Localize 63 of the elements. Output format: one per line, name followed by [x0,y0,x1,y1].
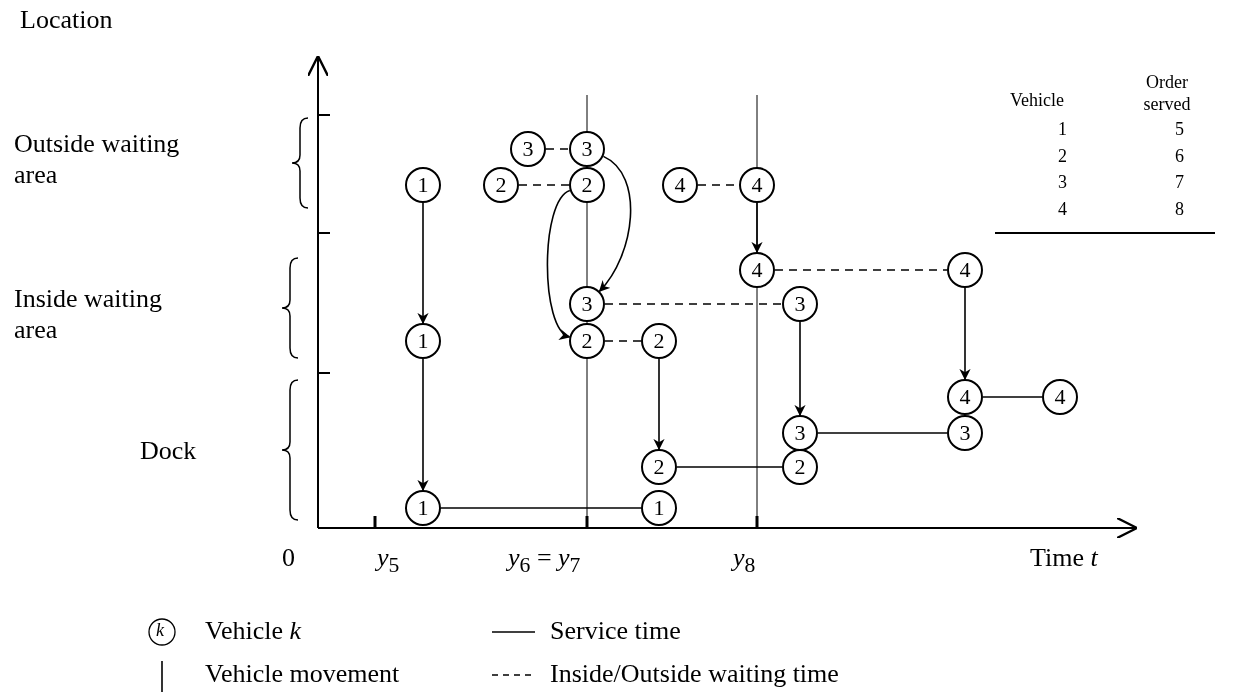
solid-line [982,396,1043,398]
tick-label: y$_{5}$ [377,542,400,579]
vehicle-circle: 1 [405,167,441,203]
table-cell: 8 [1175,199,1184,221]
vehicle-circle: 3 [510,131,546,167]
arrow [417,358,429,492]
legend-text: Inside/Outside waiting time [550,658,839,690]
legend-text: Vehicle movement [205,658,400,690]
legend-symbol-text: k [156,620,164,642]
vehicle-circle: 1 [405,490,441,526]
solid-line [676,466,783,468]
table-cell: 5 [1175,119,1184,141]
vehicle-circle: 2 [569,323,605,359]
table-cell: 1 [1058,119,1067,141]
vehicle-circle: 2 [641,449,677,485]
area-label: Inside waiting area [14,283,164,346]
solid-line [440,507,642,509]
arrow [546,189,571,338]
dashed-line [518,184,570,186]
vehicle-circle: 2 [483,167,519,203]
vehicle-circle: 3 [782,286,818,322]
column-header: Order served [1142,72,1192,116]
vehicle-circle: 3 [947,415,983,451]
table-cell: 6 [1175,146,1184,168]
arrow [417,202,429,325]
table-cell: 7 [1175,172,1184,194]
arrow [794,321,806,417]
vehicle-circle: 2 [641,323,677,359]
tick-label: 0 [282,542,295,574]
tick-label: y$_{6}$ = y$_{7}$ [508,542,581,579]
vehicle-circle: 2 [569,167,605,203]
vehicle-circle: 4 [739,167,775,203]
dashed-line [604,340,642,342]
vehicle-circle: 4 [1042,379,1078,415]
vehicle-circle: 4 [947,379,983,415]
column-header: Vehicle [1010,90,1064,112]
vehicle-circle: 3 [569,131,605,167]
table-cell: 3 [1058,172,1067,194]
legend-text: Vehicle k [205,615,301,647]
table-cell: 4 [1058,199,1067,221]
arrow [959,287,971,381]
vehicle-circle: 3 [569,286,605,322]
legend-text: Service time [550,615,681,647]
table-cell: 2 [1058,146,1067,168]
vehicle-circle: 3 [782,415,818,451]
axis-title: Time t [1030,542,1098,574]
solid-line [817,432,948,434]
arrow [653,358,665,451]
area-label: Dock [140,435,197,467]
arrow [751,202,763,254]
arrow [598,155,632,292]
vehicle-circle: 4 [947,252,983,288]
vehicle-circle: 2 [782,449,818,485]
area-label: Outside waiting area [14,128,181,191]
dashed-line [774,269,948,271]
tick-label: y$_{8}$ [733,542,756,579]
dashed-line [545,148,570,150]
axis-title: Location [20,4,113,36]
vehicle-circle: 4 [662,167,698,203]
vehicle-circle: 1 [641,490,677,526]
dashed-line [604,303,783,305]
vehicle-circle: 4 [739,252,775,288]
vehicle-circle: 1 [405,323,441,359]
